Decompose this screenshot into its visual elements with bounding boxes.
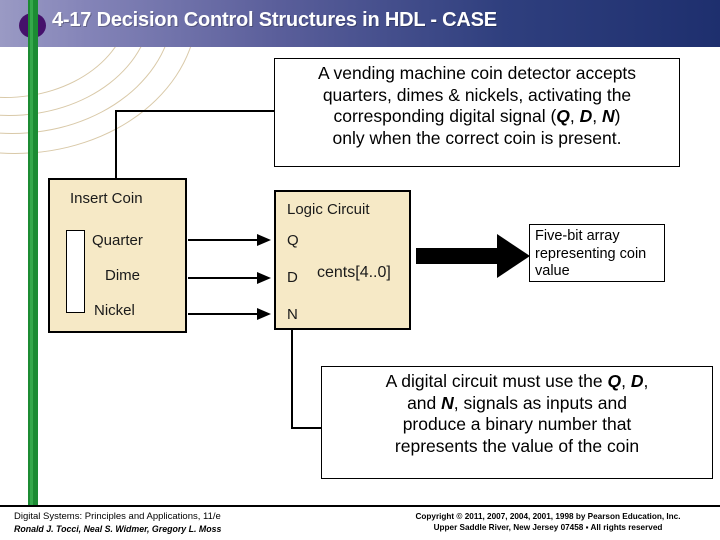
callout-top-line4: only when the correct coin is present. <box>332 127 622 148</box>
footer-book-authors: Ronald J. Tocci, Neal S. Widmer, Gregory… <box>14 523 222 534</box>
callout-top-line2: quarters, dimes & nickels, activating th… <box>322 84 632 105</box>
connector-bottom-horizontal <box>291 427 337 429</box>
connector-top-horizontal <box>115 110 275 112</box>
insert-coin-box: Insert Coin Quarter Dime Nickel <box>48 178 187 333</box>
output-box-line3: value <box>535 263 570 280</box>
bus-arrow-shaft <box>416 248 498 264</box>
signal-d: D <box>579 106 593 127</box>
footer-book-title: Digital Systems: Principles and Applicat… <box>14 511 221 522</box>
signal-arrow-nickel-head <box>257 307 271 320</box>
accent-bar-highlight <box>30 0 33 506</box>
logic-input-d: D <box>287 269 298 286</box>
callout-bottom-line1-pre: A digital circuit must use the <box>385 371 608 391</box>
output-box-line2: representing coin <box>535 245 647 262</box>
coin-input-label-quarter: Quarter <box>92 232 143 249</box>
footer-copyright: Copyright © 2011, 2007, 2004, 2001, 1998… <box>380 511 716 534</box>
signal-d-bottom: D <box>630 371 644 391</box>
coin-slot-icon <box>66 230 85 313</box>
signal-arrow-dime-shaft <box>188 277 263 280</box>
signal-arrow-dime-head <box>257 271 271 284</box>
footer-copyright-line2: Upper Saddle River, New Jersey 07458 ▪ A… <box>433 523 663 533</box>
insert-coin-title: Insert Coin <box>70 190 143 207</box>
logic-circuit-box: Logic Circuit Q D N cents[4..0] <box>274 190 411 330</box>
sep1: , <box>569 106 580 127</box>
signal-arrow-quarter-head <box>257 233 271 246</box>
footer-book-info: Digital Systems: Principles and Applicat… <box>14 511 221 536</box>
callout-bottom-line1-post: , <box>643 371 649 391</box>
accent-bar <box>28 0 38 506</box>
coin-input-label-nickel: Nickel <box>94 302 135 319</box>
coin-input-label-dime: Dime <box>105 267 141 284</box>
callout-bottom-line4: represents the value of the coin <box>394 435 640 456</box>
callout-top-line3: corresponding digital signal (Q, D, N) <box>281 106 673 128</box>
callout-bottom-line2-pre: and <box>407 392 442 413</box>
callout-top-line3-post: ) <box>614 106 621 127</box>
sep2: , <box>592 106 603 127</box>
callout-bottom-line1: A digital circuit must use the Q, D, <box>328 371 706 393</box>
logic-input-n: N <box>287 306 298 323</box>
logic-input-q: Q <box>287 232 299 249</box>
callout-bottom-line2: and N, signals as inputs and <box>328 393 706 415</box>
output-value-box: Five-bit array representing coin value <box>529 224 665 282</box>
callout-top-line3-pre: corresponding digital signal ( <box>333 106 557 127</box>
signal-n-bottom: N <box>441 392 454 413</box>
callout-bottom: A digital circuit must use the Q, D, and… <box>321 366 713 479</box>
connector-bottom-vertical <box>291 330 293 428</box>
logic-circuit-title: Logic Circuit <box>287 201 370 218</box>
callout-top: A vending machine coin detector accepts … <box>274 58 680 167</box>
footer-copyright-line1: Copyright © 2011, 2007, 2004, 2001, 1998… <box>415 512 681 521</box>
signal-arrow-quarter-shaft <box>188 239 263 242</box>
logic-bus-label: cents[4..0] <box>317 264 391 281</box>
signal-arrow-nickel-shaft <box>188 313 263 316</box>
slide-title-band <box>0 0 720 47</box>
callout-top-line1: A vending machine coin detector accepts <box>317 63 637 83</box>
signal-n: N <box>602 106 615 127</box>
footer-divider <box>0 505 720 507</box>
bus-arrow-head <box>497 234 530 278</box>
signal-q-bottom: Q <box>607 371 622 391</box>
page-title: 4-17 Decision Control Structures in HDL … <box>52 9 497 31</box>
callout-bottom-line3: produce a binary number that <box>402 414 632 435</box>
sep-b1: , <box>621 371 631 391</box>
callout-bottom-line2-post: , signals as inputs and <box>453 392 627 413</box>
output-box-line1: Five-bit array <box>535 228 620 244</box>
signal-q: Q <box>556 106 570 127</box>
connector-top-vertical <box>115 110 117 179</box>
